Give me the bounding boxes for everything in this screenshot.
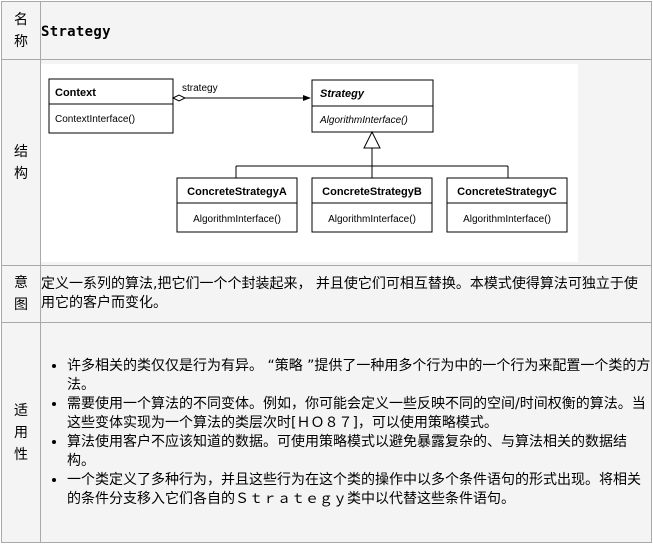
row-structure: 结 构 Context ContextInterface() — [1, 59, 652, 266]
concrete-c-method: AlgorithmInterface() — [463, 214, 551, 225]
concrete-a-method: AlgorithmInterface() — [193, 214, 281, 225]
label-name: 名 称 — [1, 1, 41, 60]
concrete-b-name: ConcreteStrategyB — [322, 186, 422, 198]
label-name-char-2: 称 — [14, 33, 28, 50]
inheritance — [235, 130, 509, 178]
label-applicability: 适 用 性 — [1, 322, 41, 543]
label-structure: 结 构 — [1, 59, 41, 266]
concrete-a-name: ConcreteStrategyA — [187, 186, 287, 198]
strategy-class-name: Strategy — [320, 88, 365, 100]
context-class: Context ContextInterface() — [48, 78, 174, 133]
context-method: ContextInterface() — [55, 114, 135, 125]
label-structure-char-1: 结 — [14, 143, 28, 160]
label-name-char-1: 名 — [14, 11, 28, 28]
applicability-item-1: 许多相关的类仅仅是行为有异。 “策略 ”提供了一种用多个行为中的一个行为来配置一… — [67, 357, 651, 395]
applicability-item-2: 需要使用一个算法的不同变体。例如，你可能会定义一些反映不同的空间/时间权衡的算法… — [67, 395, 651, 433]
label-intent-char-2: 图 — [14, 297, 28, 313]
concrete-strategy-b: ConcreteStrategyB AlgorithmInterface() — [311, 177, 433, 232]
concrete-strategy-a: ConcreteStrategyA AlgorithmInterface() — [176, 177, 298, 232]
intent-cell: 定义一系列的算法,把它们一个个封装起来， 并且使它们可相互替换。本模式使得算法可… — [40, 265, 652, 323]
association-arrowhead — [303, 94, 311, 101]
structure-cell: Context ContextInterface() strategy — [40, 59, 652, 266]
label-applicability-char-2: 用 — [14, 424, 28, 441]
context-class-name: Context — [55, 87, 96, 99]
concrete-strategy-c: ConcreteStrategyC AlgorithmInterface() — [446, 177, 568, 232]
label-applicability-char-3: 性 — [14, 446, 28, 463]
pattern-name: Strategy — [41, 24, 111, 40]
applicability-item-4: 一个类定义了多种行为，并且这些行为在这个类的操作中以多个条件语句的形式出现。将相… — [67, 471, 651, 509]
row-applicability: 适 用 性 许多相关的类仅仅是行为有异。 “策略 ”提供了一种用多个行为中的一个… — [1, 322, 652, 543]
intent-text: 定义一系列的算法,把它们一个个封装起来， 并且使它们可相互替换。本模式使得算法可… — [41, 276, 638, 311]
uml-svg: Context ContextInterface() strategy — [48, 78, 568, 232]
strategy-class: Strategy AlgorithmInterface() — [311, 79, 434, 132]
applicability-cell: 许多相关的类仅仅是行为有异。 “策略 ”提供了一种用多个行为中的一个行为来配置一… — [40, 322, 652, 543]
concrete-c-name: ConcreteStrategyC — [457, 186, 557, 198]
strategy-method: AlgorithmInterface() — [319, 115, 408, 126]
applicability-list: 许多相关的类仅仅是行为有异。 “策略 ”提供了一种用多个行为中的一个行为来配置一… — [41, 357, 651, 509]
association-label: strategy — [182, 83, 218, 94]
uml-diagram: Context ContextInterface() strategy — [41, 63, 578, 262]
row-name: 名 称 Strategy — [1, 1, 652, 60]
inheritance-triangle — [363, 130, 381, 148]
label-intent: 意 图 — [1, 265, 41, 323]
row-intent: 意 图 定义一系列的算法,把它们一个个封装起来， 并且使它们可相互替换。本模式使… — [1, 265, 652, 323]
aggregation-diamond — [171, 93, 187, 102]
label-structure-char-2: 构 — [14, 165, 28, 182]
label-intent-char-1: 意 — [14, 275, 28, 291]
association: strategy — [171, 83, 311, 102]
concrete-b-method: AlgorithmInterface() — [328, 214, 416, 225]
label-applicability-char-1: 适 — [14, 402, 28, 419]
applicability-item-3: 算法使用客户不应该知道的数据。可使用策略模式以避免暴露复杂的、与算法相关的数据结… — [67, 433, 651, 471]
name-cell: Strategy — [40, 1, 652, 60]
